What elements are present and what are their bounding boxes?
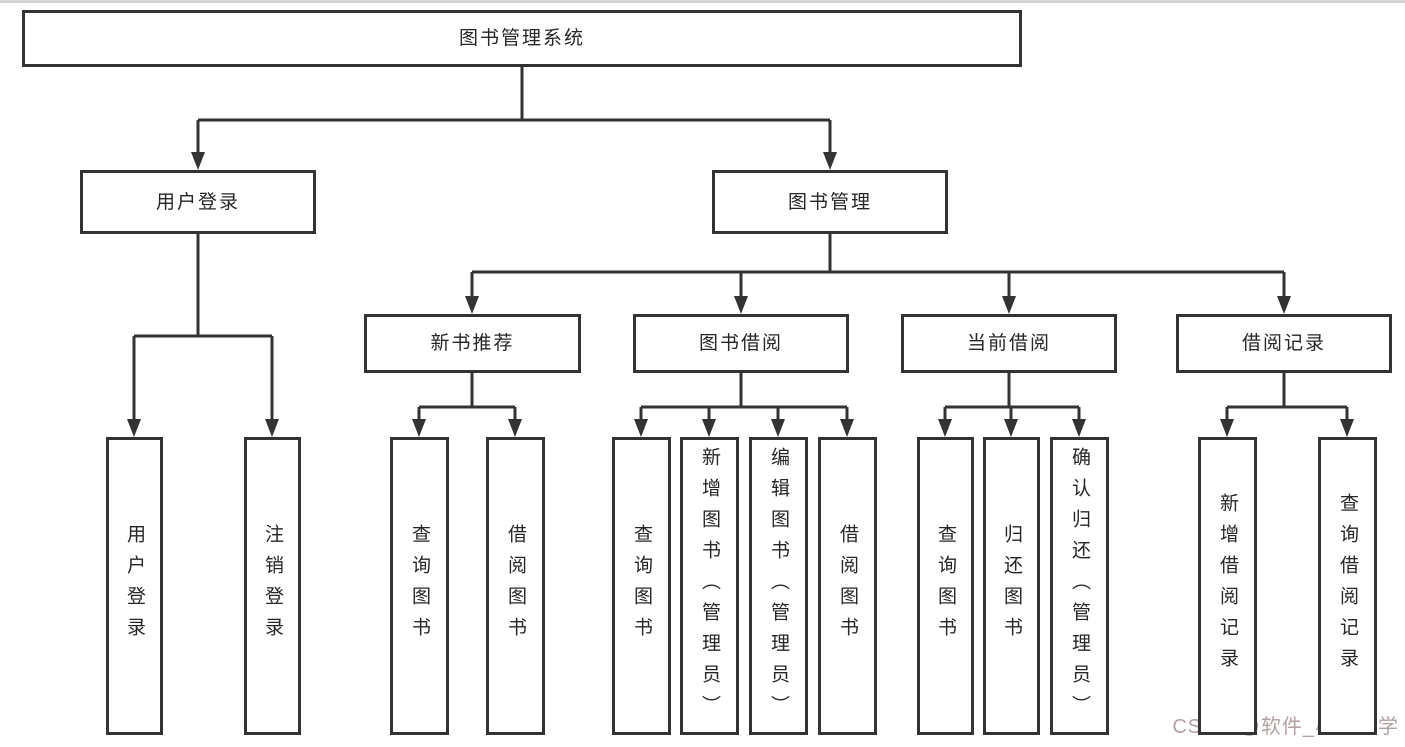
node-cb-query-book: 查询图书 — [917, 437, 974, 735]
node-label-root: 图书管理系统 — [458, 28, 585, 49]
node-bb-add-book: 新增图书（管理员） — [680, 437, 739, 735]
node-label-borrow-record: 借阅记录 — [1241, 333, 1326, 354]
node-rec-borrow-book: 借阅图书 — [486, 437, 545, 735]
node-cb-return-book: 归还图书 — [983, 437, 1040, 735]
node-login: 用户登录 — [106, 437, 163, 735]
node-rec-query-book: 查询图书 — [390, 437, 449, 735]
node-label-book-mgmt: 图书管理 — [787, 191, 872, 213]
node-label-logout: 注销登录 — [262, 524, 283, 648]
node-br-add-record: 新增借阅记录 — [1198, 437, 1257, 735]
node-label-cb-return-book: 归还图书 — [1001, 524, 1022, 648]
node-label-cb-confirm: 确认归还（管理员） — [1069, 446, 1090, 726]
node-label-rec-query-book: 查询图书 — [409, 524, 430, 648]
node-label-br-add-record: 新增借阅记录 — [1217, 493, 1238, 679]
node-label-rec-borrow-book: 借阅图书 — [505, 524, 526, 648]
node-label-bb-add-book: 新增图书（管理员） — [699, 446, 720, 726]
node-bb-edit-book: 编辑图书（管理员） — [749, 437, 808, 735]
node-borrow-record: 借阅记录 — [1176, 314, 1392, 373]
node-user-login: 用户登录 — [80, 170, 316, 234]
node-label-br-query-record: 查询借阅记录 — [1337, 493, 1358, 679]
node-label-login: 用户登录 — [124, 524, 145, 648]
node-label-bb-borrow-book: 借阅图书 — [837, 524, 858, 648]
node-bb-query-book: 查询图书 — [612, 437, 671, 735]
node-cb-confirm: 确认归还（管理员） — [1050, 437, 1109, 735]
node-br-query-record: 查询借阅记录 — [1318, 437, 1377, 735]
node-label-user-login: 用户登录 — [155, 191, 240, 213]
node-label-bb-edit-book: 编辑图书（管理员） — [768, 446, 789, 726]
node-new-book-rec: 新书推荐 — [364, 314, 581, 373]
node-logout: 注销登录 — [244, 437, 301, 735]
top-edge-divider — [0, 0, 1405, 3]
node-book-mgmt: 图书管理 — [712, 170, 948, 234]
node-label-book-borrow: 图书借阅 — [698, 333, 783, 354]
node-label-cb-query-book: 查询图书 — [935, 524, 956, 648]
node-current-borrow: 当前借阅 — [901, 314, 1117, 373]
node-bb-borrow-book: 借阅图书 — [818, 437, 877, 735]
node-label-new-book-rec: 新书推荐 — [430, 333, 515, 354]
node-book-borrow: 图书借阅 — [633, 314, 849, 373]
node-label-current-borrow: 当前借阅 — [966, 333, 1051, 354]
node-label-bb-query-book: 查询图书 — [631, 524, 652, 648]
node-root: 图书管理系统 — [22, 10, 1022, 67]
